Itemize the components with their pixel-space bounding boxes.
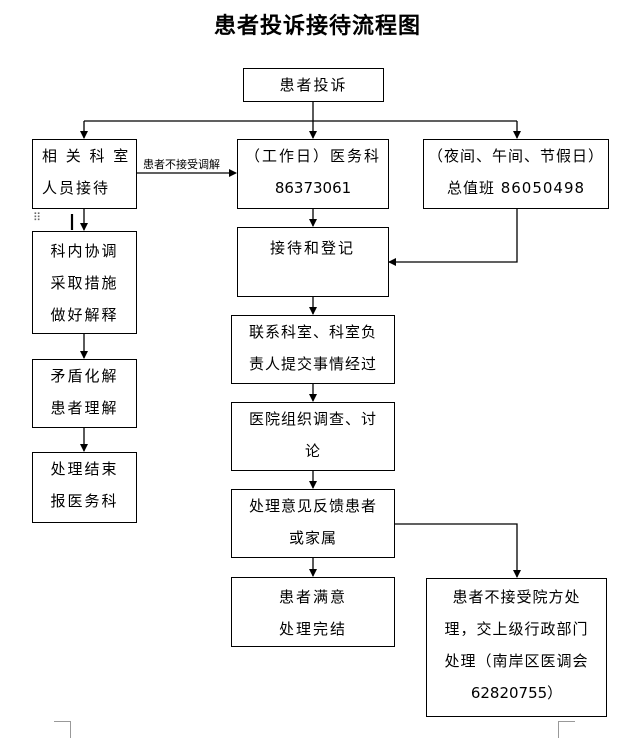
node-feedback-line-2: 或家属 [288, 529, 337, 547]
node-reception: 接待和登记 [237, 227, 389, 297]
node-satisfied: 患者满意 处理完结 [231, 577, 395, 647]
node-dept-coordinate: 科内协调 采取措施 做好解释 [32, 231, 137, 334]
node-investigate: 医院组织调查、讨 论 [231, 402, 395, 471]
node-not-accept-line-2: 理，交上级行政部门 [444, 620, 589, 638]
arrow-feedback-to-not-accept [395, 523, 521, 578]
node-resolve-conflict-line-1: 矛盾化解 [50, 367, 119, 385]
node-feedback-line-1: 处理意见反馈患者 [248, 497, 377, 515]
node-satisfied-line-2: 处理完结 [278, 620, 347, 638]
page-corner-mark-right [558, 721, 575, 738]
node-dept-coordinate-line-1: 科内协调 [50, 242, 119, 260]
node-contact-dept-line-2: 责人提交事情经过 [248, 355, 377, 373]
node-investigate-line-2: 论 [304, 442, 321, 460]
node-night-duty-line-2: 总值班 86050498 [446, 179, 586, 197]
node-not-accept-line-3: 处理（南岸区医调会 [444, 652, 589, 670]
node-resolve-conflict: 矛盾化解 患者理解 [32, 359, 137, 428]
node-medical-affairs: （工作日）医务科 86373061 [237, 139, 389, 209]
arrow-night-to-reception [388, 209, 518, 266]
node-complaint: 患者投诉 [243, 68, 384, 102]
page-corner-mark-left [54, 721, 71, 738]
node-dept-coordinate-line-2: 采取措施 [50, 274, 119, 292]
node-dept-staff-line-1: 相 关 科 室 [42, 147, 131, 165]
node-night-duty: （夜间、午间、节假日） 总值班 86050498 [423, 139, 609, 209]
node-satisfied-line-1: 患者满意 [278, 588, 347, 606]
node-finish-report: 处理结束 报医务科 [32, 452, 137, 523]
node-resolve-conflict-line-2: 患者理解 [50, 399, 119, 417]
node-investigate-line-1: 医院组织调查、讨 [248, 410, 377, 428]
node-night-duty-line-1: （夜间、午间、节假日） [427, 147, 604, 165]
node-contact-dept-line-1: 联系科室、科室负 [248, 323, 377, 341]
node-medical-affairs-phone: 86373061 [274, 179, 352, 197]
node-finish-report-line-2: 报医务科 [50, 492, 119, 510]
drag-handle-icon[interactable]: ⠿ [33, 211, 42, 224]
page-title: 患者投诉接待流程图 [213, 13, 421, 39]
node-not-accept-line-1: 患者不接受院方处 [452, 588, 581, 606]
node-dept-coordinate-line-3: 做好解释 [50, 306, 119, 324]
node-reception-label: 接待和登记 [270, 239, 356, 257]
node-medical-affairs-line-1: （工作日）医务科 [244, 147, 381, 165]
node-finish-report-line-1: 处理结束 [50, 460, 119, 478]
node-complaint-label: 患者投诉 [279, 76, 348, 94]
node-not-accept-line-4: 62820755） [470, 684, 563, 702]
edge-label-not-accept-mediation: 患者不接受调解 [143, 158, 220, 171]
node-feedback: 处理意见反馈患者 或家属 [231, 489, 395, 558]
node-not-accept: 患者不接受院方处 理，交上级行政部门 处理（南岸区医调会 62820755） [426, 578, 607, 717]
node-dept-staff-line-2: 人员接待 [42, 179, 111, 197]
node-dept-staff: 相 关 科 室 人员接待 [32, 139, 137, 209]
node-contact-dept: 联系科室、科室负 责人提交事情经过 [231, 315, 395, 384]
